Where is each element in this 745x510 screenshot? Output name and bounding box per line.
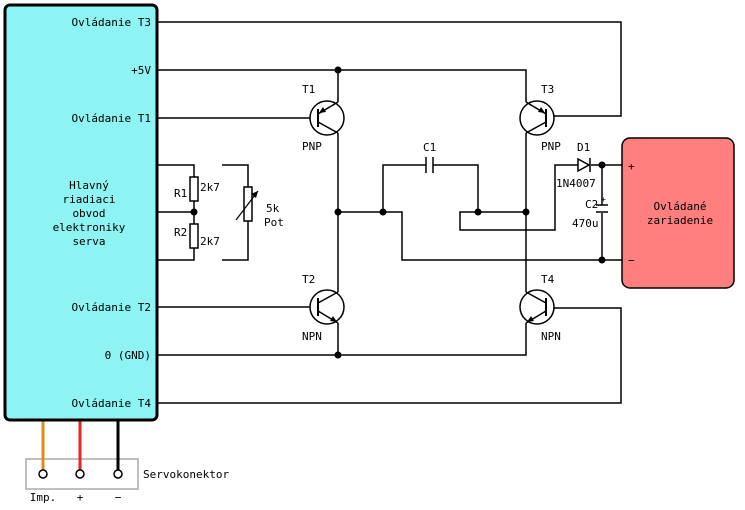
t4-control-wire (157, 307, 622, 404)
controller-title-line: Hlavný (69, 179, 109, 192)
pin-label-t1: Ovládanie T1 (72, 112, 151, 125)
load-plus: + (628, 160, 635, 173)
junction-dot (522, 208, 530, 216)
controller-title-line: elektroniky (53, 221, 126, 234)
junction-dot (334, 208, 342, 216)
capacitor-c2: + (596, 195, 608, 213)
c2-name: C2 (585, 198, 598, 211)
wires (157, 21, 622, 404)
t1-name: T1 (302, 83, 315, 96)
pin-label-t4: Ovládanie T4 (72, 397, 152, 410)
c1-right-wire (433, 164, 526, 213)
t4-name: T4 (541, 273, 555, 286)
t2-name: T2 (302, 273, 315, 286)
r2-name: R2 (174, 226, 187, 239)
t4-type: NPN (541, 330, 561, 343)
pot-arrow-head (251, 191, 258, 198)
d1-value: 1N4007 (556, 177, 596, 190)
connector-pin-minus (113, 469, 123, 479)
capacitor-c1 (425, 157, 434, 173)
pin-label-gnd: 0 (GND) (105, 349, 151, 362)
load-minus-wire (383, 211, 622, 261)
diode-d1 (577, 157, 591, 173)
t3-type: PNP (541, 140, 561, 153)
pin-label-t3: Ovládanie T3 (72, 16, 151, 29)
c1-left-wire (382, 164, 426, 212)
pot-value: 5k (266, 202, 280, 215)
junction-dot (334, 66, 342, 74)
connector-title: Servokonektor (143, 468, 229, 481)
load-title-line: Ovládané (654, 200, 707, 213)
plus5v-rail (157, 69, 527, 102)
r1-value: 2k7 (200, 181, 220, 194)
load-block (621, 137, 735, 289)
t1-collector (317, 121, 339, 134)
t3-collector (525, 121, 547, 134)
r2-value: 2k7 (200, 235, 220, 248)
controller-title-line: obvod (72, 207, 105, 220)
t3-name: T3 (541, 83, 554, 96)
t2-body (309, 289, 345, 325)
r1-name: R1 (174, 187, 187, 200)
t3-arrow (538, 107, 545, 113)
pin-label-5v: +5V (131, 64, 151, 77)
load-minus: − (628, 254, 635, 267)
t1-body (309, 100, 345, 136)
t4-body (519, 289, 555, 325)
t3-body (519, 100, 555, 136)
pot-label: Pot (264, 216, 284, 229)
diode-feed-wire (459, 164, 578, 231)
junction-dot (474, 208, 482, 216)
gnd-rail (157, 323, 527, 356)
junction-dot (598, 161, 606, 169)
t2-arrow (330, 316, 337, 322)
transistor-t4 (519, 289, 555, 325)
t4-arrow (527, 316, 534, 322)
junctions (190, 66, 606, 359)
t2-type: NPN (302, 330, 322, 343)
pin-label-t2: Ovládanie T2 (72, 301, 151, 314)
connector-pin-plus (75, 469, 85, 479)
connector-pin-label: Imp. (30, 491, 57, 504)
junction-dot (190, 208, 198, 216)
resistor-r2 (189, 223, 199, 249)
t3-control-wire (157, 21, 622, 117)
transistor-t2 (309, 289, 345, 325)
transistor-t1 (309, 100, 345, 136)
t1-type: PNP (302, 140, 322, 153)
c1-label: C1 (423, 141, 436, 154)
t2-collector (317, 291, 339, 304)
connector-pin-label: + (77, 491, 84, 504)
connector-pin-label: − (115, 491, 122, 504)
potentiometer (235, 186, 259, 222)
d1-name: D1 (577, 141, 590, 154)
t4-collector (525, 291, 547, 304)
controller-title-line: riadiaci (63, 193, 116, 206)
load-title-line: zariadenie (647, 214, 713, 227)
c2-polarity-mark: + (601, 195, 606, 204)
c2-value: 470u (572, 217, 599, 230)
junction-dot (598, 256, 606, 264)
t1-arrow (319, 107, 326, 113)
connector-pin-impulse (38, 469, 48, 479)
diode-triangle (577, 157, 591, 173)
junction-dot (379, 208, 387, 216)
junction-dot (334, 351, 342, 359)
controller-title-line: serva (72, 235, 105, 248)
transistor-t3 (519, 100, 555, 136)
resistor-r1 (189, 176, 199, 202)
